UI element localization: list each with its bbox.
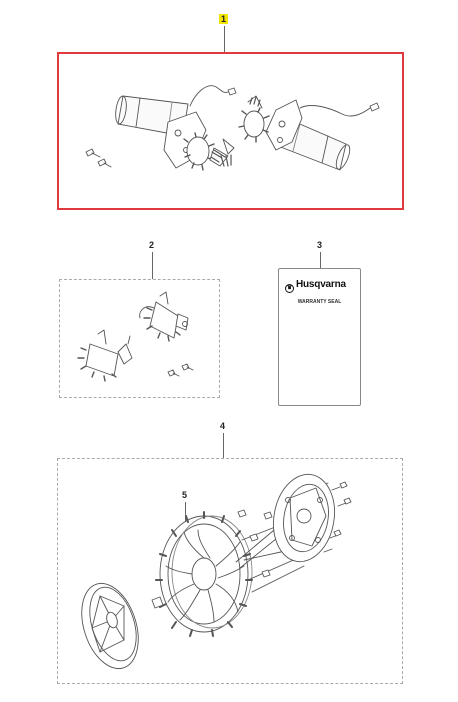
wheel-drawing: [155, 511, 253, 637]
leader-line-4: [223, 433, 224, 458]
seal-brand-label: Husqvarna: [296, 279, 346, 290]
wheel-motor-flange-drawing: [273, 473, 335, 563]
callout-2[interactable]: 2: [149, 240, 155, 250]
husqvarna-logo-icon: ♛: [285, 284, 294, 293]
lower-brush-drawing: [77, 329, 133, 382]
leader-line-2: [152, 252, 153, 279]
part-1-frame[interactable]: [57, 52, 404, 210]
right-cable-drawing: [299, 105, 371, 117]
callout-4[interactable]: 4: [220, 421, 226, 431]
seal-brand: ♛Husqvarna: [285, 279, 346, 293]
leader-line-3: [320, 252, 321, 268]
left-connector-drawing: [227, 87, 237, 96]
brush-motor-assembly[interactable]: [85, 85, 380, 171]
warranty-seal-card[interactable]: ♛Husqvarna WARRANTY SEAL: [278, 268, 361, 406]
left-cable-drawing: [189, 85, 229, 107]
kit-screw-1: [167, 369, 180, 377]
upper-brush-drawing: [139, 291, 189, 342]
wheel-assembly-drawing[interactable]: [72, 469, 352, 675]
callout-1[interactable]: 1: [219, 14, 229, 24]
kit-screw-2: [181, 363, 194, 371]
right-brush-drawing: [238, 95, 270, 143]
axle-nut-drawing: [151, 596, 164, 609]
part-4-frame[interactable]: [57, 458, 403, 684]
seal-text: WARRANTY SEAL: [297, 299, 342, 305]
leader-line-1: [224, 26, 225, 53]
right-motor-drawing: [265, 99, 351, 171]
part-2-frame[interactable]: [59, 279, 220, 398]
hub-cap-drawing: [81, 582, 139, 670]
callout-3[interactable]: 3: [317, 240, 323, 250]
callout-5[interactable]: 5: [182, 490, 188, 500]
brush-kit-drawing[interactable]: [77, 291, 194, 382]
left-brush-drawing: [183, 132, 235, 171]
right-connector-drawing: [369, 102, 380, 112]
screws-drawing: [85, 148, 112, 168]
